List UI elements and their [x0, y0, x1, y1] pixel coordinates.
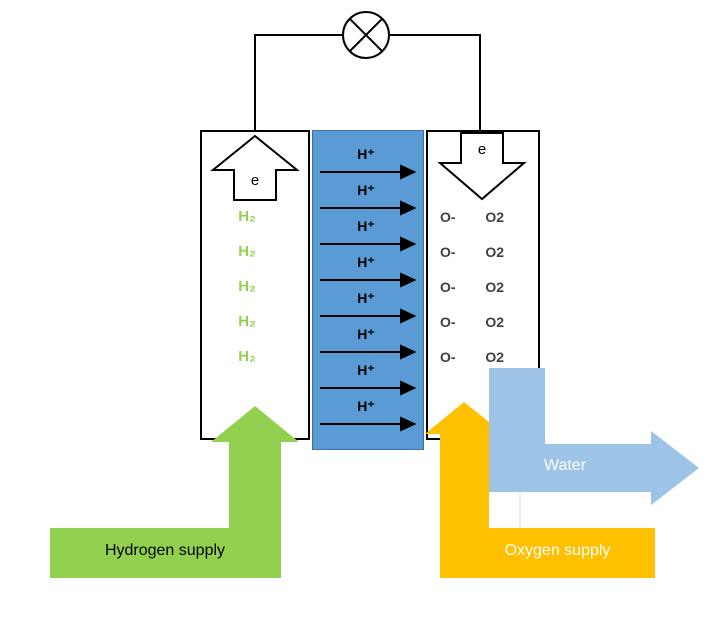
- oxygen-molecule-label: O2: [485, 209, 504, 225]
- circuit-wires: [254, 34, 481, 130]
- proton-label: H⁺: [357, 218, 375, 234]
- oxygen-molecule-label: O2: [485, 314, 504, 330]
- membrane-box: [312, 130, 424, 450]
- h2-label: H₂: [238, 243, 256, 260]
- h2-label: H₂: [238, 348, 256, 365]
- electron-label-cathode: e: [477, 141, 487, 158]
- electron-label-anode: e: [250, 172, 260, 189]
- oxygen-molecule-label: O2: [485, 279, 504, 295]
- cathode-row: O- O2: [440, 278, 504, 296]
- oxygen-molecule-label: O2: [485, 349, 504, 365]
- oxygen-ion-label: O-: [440, 209, 456, 225]
- oxygen-molecule-label: O2: [485, 244, 504, 260]
- proton-label: H⁺: [357, 362, 375, 378]
- h2-label: H₂: [238, 278, 256, 295]
- oxygen-ion-label: O-: [440, 279, 456, 295]
- oxygen-ion-label: O-: [440, 314, 456, 330]
- hydrogen-supply-label: Hydrogen supply: [104, 542, 226, 559]
- proton-label: H⁺: [357, 290, 375, 306]
- proton-label: H⁺: [357, 326, 375, 342]
- proton-label: H⁺: [357, 254, 375, 270]
- cathode-row: O- O2: [440, 348, 504, 366]
- proton-label: H⁺: [357, 182, 375, 198]
- proton-label: H⁺: [357, 398, 375, 414]
- cathode-row: O- O2: [440, 208, 504, 226]
- oxygen-supply-label: Oxygen supply: [504, 542, 611, 559]
- oxygen-ion-label: O-: [440, 244, 456, 260]
- oxygen-ion-label: O-: [440, 349, 456, 365]
- h2-label: H₂: [238, 313, 256, 330]
- lamp-icon: [342, 11, 390, 59]
- h2-label: H₂: [238, 208, 256, 225]
- proton-label: H⁺: [357, 146, 375, 162]
- cathode-row: O- O2: [440, 313, 504, 331]
- cathode-row: O- O2: [440, 243, 504, 261]
- water-label: Water: [543, 457, 587, 474]
